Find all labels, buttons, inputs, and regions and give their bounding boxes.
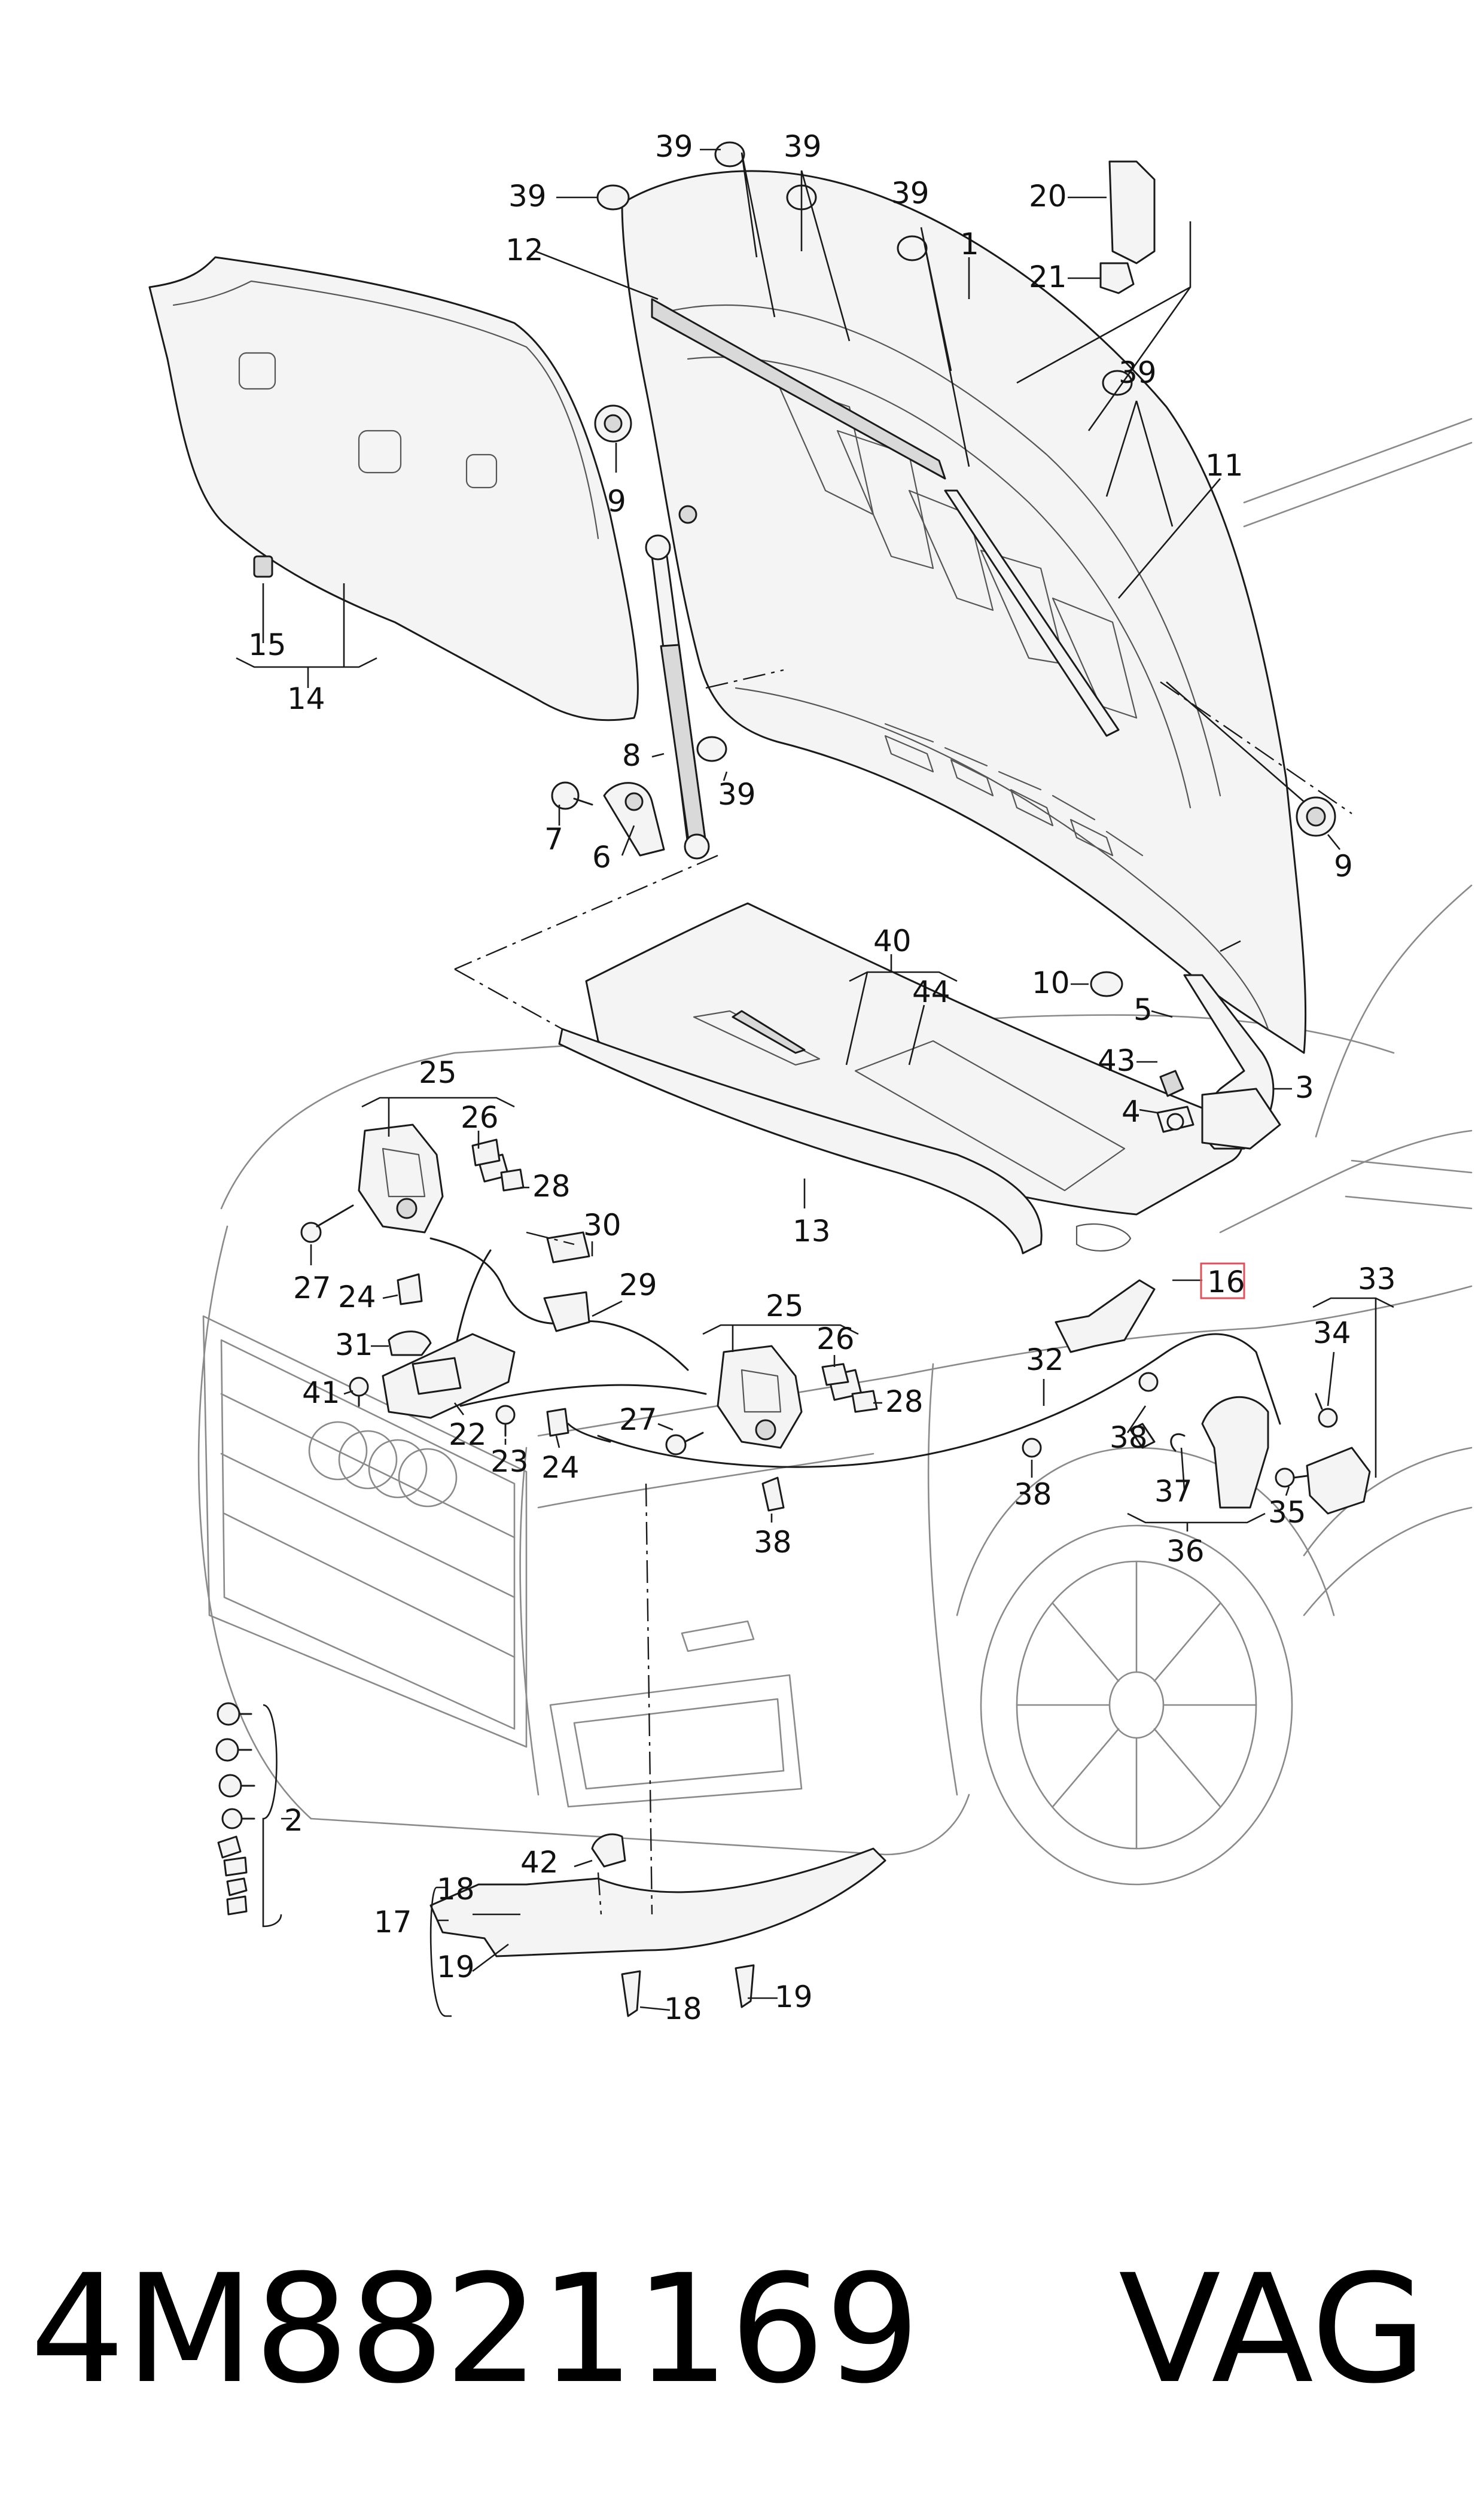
car-body-outline (197, 418, 1473, 1886)
label-19: 19 (775, 1980, 813, 2014)
label-14: 14 (287, 681, 325, 716)
label-34: 34 (1313, 1316, 1351, 1350)
label-39: 39 (784, 129, 822, 164)
label-41: 41 (302, 1375, 340, 1410)
label-20: 20 (1029, 179, 1067, 214)
label-9: 9 (1334, 849, 1353, 884)
label-21: 21 (1029, 260, 1067, 294)
leader-lines (236, 148, 1394, 2017)
label-22: 22 (449, 1417, 487, 1452)
label-38: 38 (1014, 1477, 1052, 1512)
engine-underbody-panel (429, 1833, 886, 2017)
label-25: 25 (766, 1289, 804, 1323)
hood-hinge-hardware (551, 404, 1336, 857)
wiring-connectors (471, 1138, 878, 1413)
lock-carrier-bracket (382, 1333, 516, 1419)
brand-name: VAG (1119, 2242, 1427, 2416)
hood-gas-strut (645, 505, 710, 860)
label-36: 36 (1166, 1534, 1205, 1569)
label-38: 38 (754, 1525, 792, 1560)
label-1: 1 (960, 227, 979, 261)
label-24: 24 (338, 1280, 376, 1314)
center-lines (454, 669, 1352, 1915)
label-28: 28 (532, 1169, 571, 1204)
highlight-box-16 (1200, 1262, 1245, 1299)
label-12: 12 (505, 233, 544, 267)
label-31: 31 (335, 1327, 373, 1362)
label-33: 33 (1358, 1262, 1396, 1296)
label-43: 43 (1098, 1043, 1136, 1078)
label-23: 23 (490, 1444, 529, 1479)
label-10: 10 (1032, 966, 1070, 1000)
label-7: 7 (544, 822, 563, 857)
label-39: 39 (655, 129, 693, 164)
label-18: 18 (437, 1872, 475, 1907)
label-5: 5 (1133, 992, 1153, 1027)
hood-bracket-16 (1055, 1279, 1156, 1353)
fastener-kit-2 (215, 1702, 255, 1916)
hood-insulation-mat (148, 256, 639, 721)
cable-clips (388, 1273, 569, 1437)
cable-cover-assembly (1170, 1396, 1371, 1515)
label-3: 3 (1295, 1070, 1314, 1105)
label-25: 25 (419, 1055, 457, 1090)
grommets-39 (596, 141, 1133, 997)
label-44: 44 (912, 975, 950, 1009)
part-number: 4M8821169 (30, 2242, 920, 2416)
label-6: 6 (592, 840, 611, 875)
label-39: 39 (508, 179, 547, 214)
release-cables (429, 1237, 1281, 1468)
label-19: 19 (437, 1950, 475, 1984)
label-16: 16 (1207, 1265, 1245, 1299)
label-39: 39 (1119, 355, 1157, 390)
label-38: 38 (1110, 1420, 1148, 1455)
label-40: 40 (873, 924, 912, 958)
label-29: 29 (619, 1268, 657, 1302)
label-15: 15 (248, 628, 287, 662)
fastener-screws (300, 1113, 1338, 1512)
label-28: 28 (885, 1384, 924, 1419)
label-8: 8 (622, 738, 641, 773)
callout-labels: 39 39 39 39 39 39 12 1 20 21 11 9 9 15 1… (248, 129, 1396, 2026)
label-35: 35 (1268, 1495, 1306, 1530)
hood-panel (621, 170, 1307, 1054)
label-18: 18 (664, 1992, 702, 2026)
label-24: 24 (541, 1450, 580, 1485)
label-32: 32 (1026, 1342, 1064, 1377)
label-39: 39 (718, 777, 756, 812)
label-9: 9 (607, 484, 626, 519)
hood-buffer-bracket (1099, 160, 1156, 294)
label-4: 4 (1122, 1094, 1141, 1129)
label-27: 27 (293, 1271, 331, 1305)
label-37: 37 (1154, 1474, 1193, 1509)
label-39: 39 (891, 176, 930, 211)
label-30: 30 (583, 1208, 621, 1243)
label-42: 42 (520, 1845, 559, 1880)
label-27: 27 (619, 1402, 657, 1437)
label-26: 26 (461, 1100, 499, 1135)
hood-lock-right (717, 1345, 863, 1449)
label-26: 26 (816, 1322, 855, 1356)
label-17: 17 (374, 1905, 412, 1940)
label-11: 11 (1205, 448, 1244, 483)
cable-bracket-30 (543, 1231, 590, 1332)
label-2: 2 (284, 1803, 303, 1838)
label-13: 13 (793, 1214, 831, 1249)
hood-lock-left (358, 1123, 510, 1234)
